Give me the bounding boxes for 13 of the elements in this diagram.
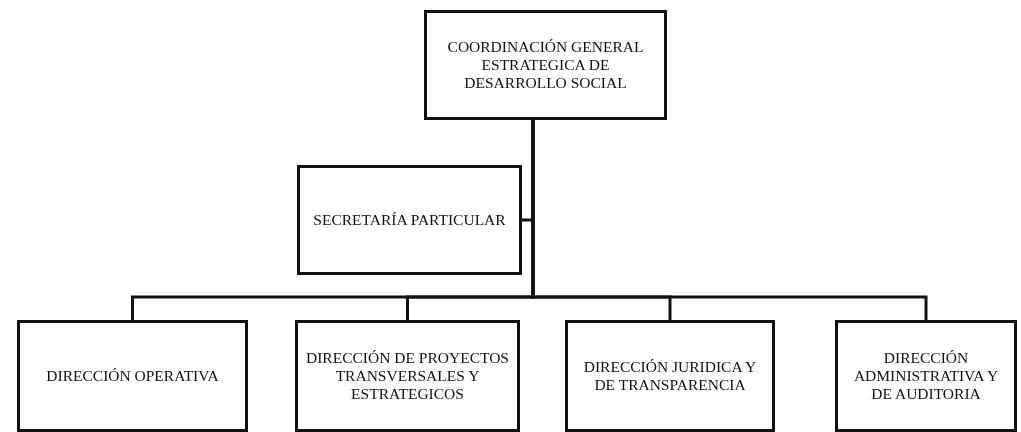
box-label: DIRECCIÓN ADMINISTRATIVA Y DE AUDITORIA: [852, 349, 1000, 403]
box-label: DIRECCIÓN JURIDICA Y DE TRANSPARENCIA: [582, 358, 758, 394]
connector-line: [531, 120, 928, 320]
box-label: SECRETARÍA PARTICULAR: [312, 211, 507, 229]
box-label: COORDINACIÓN GENERAL ESTRATEGICA DE DESARROLLO SOCIAL: [446, 38, 645, 92]
org-box: [17, 320, 248, 432]
org-box: [297, 165, 522, 275]
org-box: [424, 10, 667, 120]
org-box: [295, 320, 520, 432]
box-label: DIRECCIÓN DE PROYECTOS TRANSVERSALES Y ESTRATEGICOS: [305, 349, 510, 403]
org-box: [835, 320, 1017, 432]
box-label: DIRECCIÓN OPERATIVA: [45, 367, 220, 385]
org-box: [565, 320, 775, 432]
